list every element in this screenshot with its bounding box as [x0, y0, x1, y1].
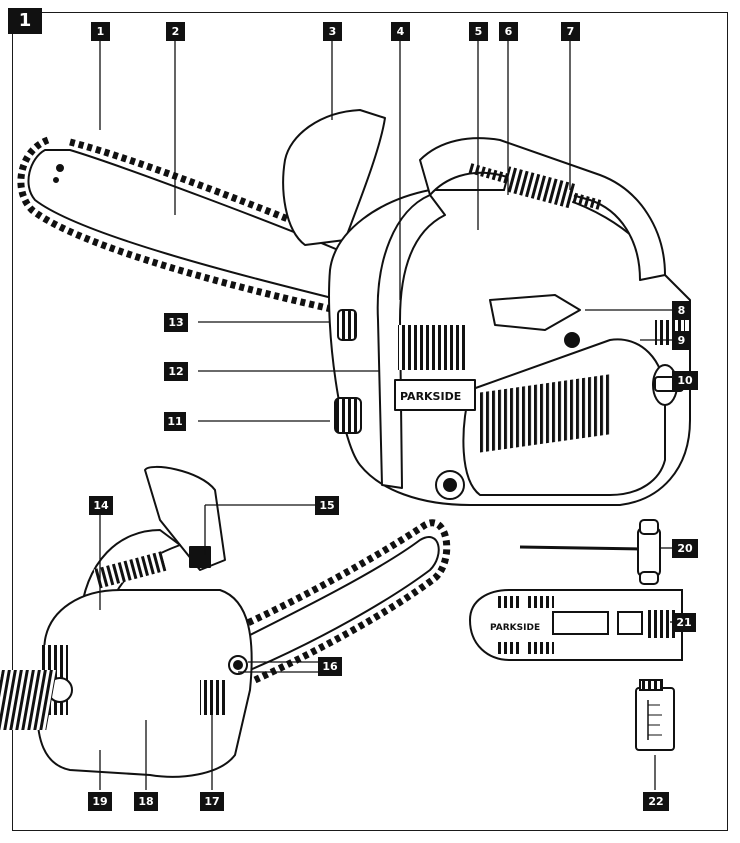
callout-3: 3 [323, 22, 342, 41]
guide-bar [27, 149, 351, 301]
callout-20: 20 [672, 539, 698, 558]
callout-5: 5 [469, 22, 488, 41]
callout-7: 7 [561, 22, 580, 41]
callout-15: 15 [315, 496, 339, 515]
callout-4: 4 [391, 22, 410, 41]
saw-chain [17, 136, 346, 316]
callout-10: 10 [672, 371, 698, 390]
brand-label-top: PARKSIDE [400, 390, 461, 403]
bar-nut [334, 397, 362, 434]
figure-frame [12, 12, 728, 831]
callout-14: 14 [89, 496, 113, 515]
figure-number: 1 [8, 8, 42, 34]
callout-2: 2 [166, 22, 185, 41]
hand-guard [282, 109, 386, 246]
callout-9: 9 [672, 331, 691, 350]
leader-lines [99, 40, 675, 790]
guide-bar-2 [239, 536, 440, 671]
top-handle [419, 137, 666, 281]
callout-1: 1 [91, 22, 110, 41]
bottom-chainsaw [0, 466, 451, 778]
callout-22: 22 [643, 792, 669, 811]
combination-tool [519, 519, 661, 585]
callout-11: 11 [164, 412, 186, 431]
callout-18: 18 [134, 792, 158, 811]
mixing-bottle [635, 679, 675, 751]
brand-label-sheath: PARKSIDE [490, 623, 540, 633]
callout-13: 13 [164, 313, 188, 332]
callout-21: 21 [672, 613, 696, 632]
callout-8: 8 [672, 301, 691, 320]
callout-12: 12 [164, 362, 188, 381]
top-chainsaw [17, 109, 691, 506]
callout-19: 19 [88, 792, 112, 811]
callout-16: 16 [318, 657, 342, 676]
motor-housing-2 [36, 589, 253, 778]
chain-tensioner [337, 309, 357, 341]
callout-6: 6 [499, 22, 518, 41]
callout-17: 17 [200, 792, 224, 811]
